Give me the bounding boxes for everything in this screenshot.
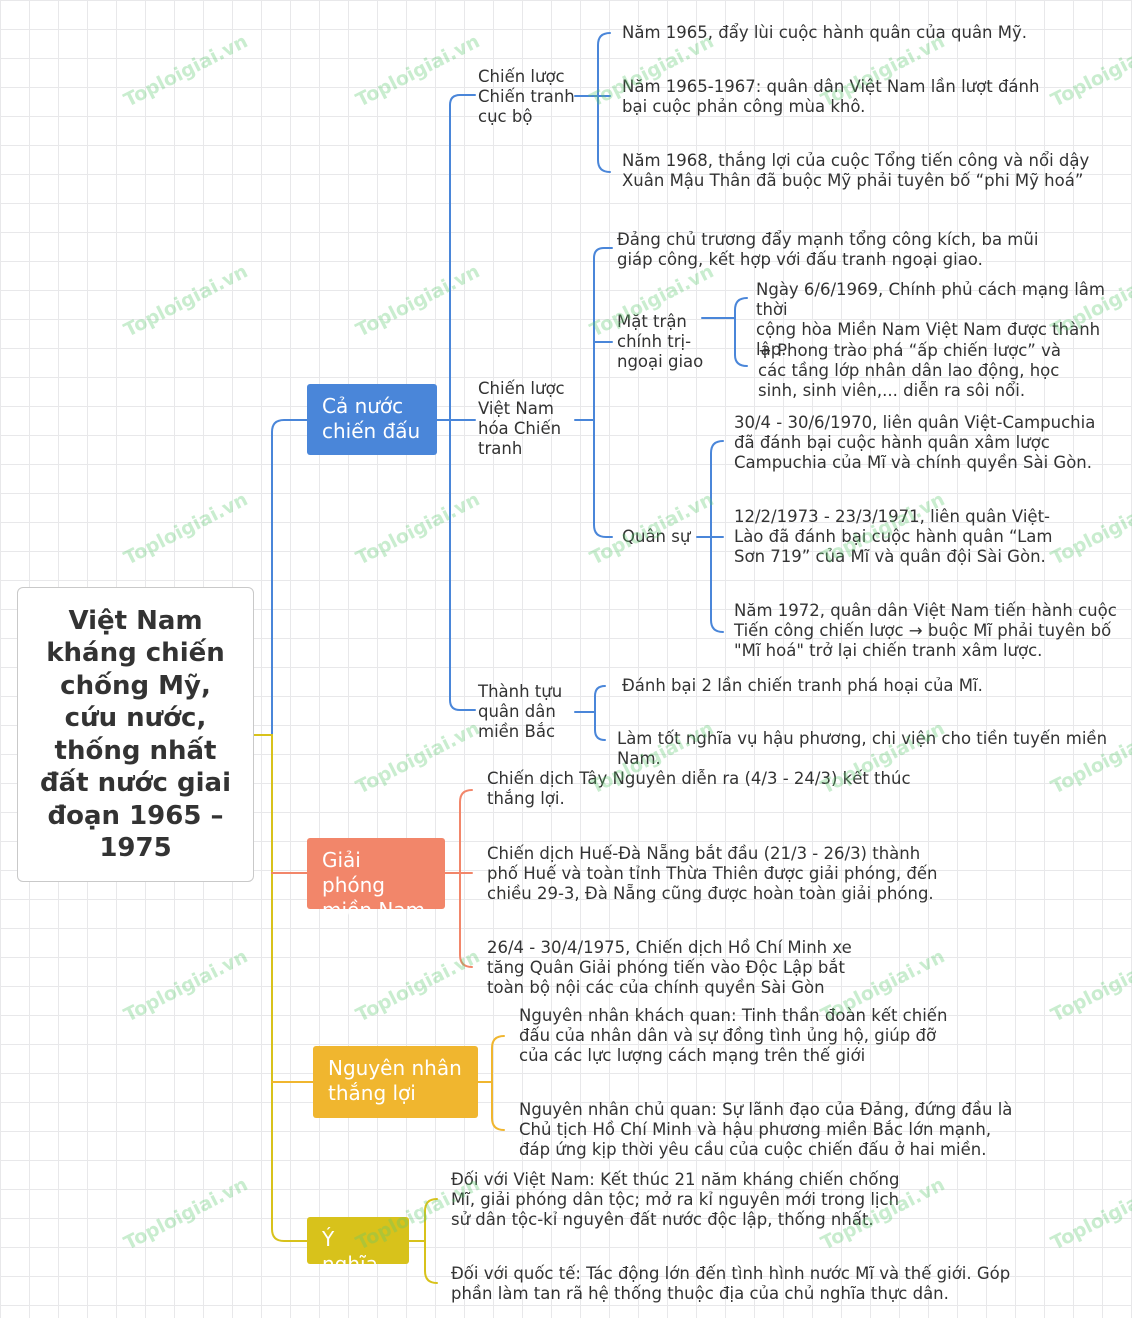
line-quan-su-bracket [696,440,724,633]
subtopic-mat-tran-chinh-tri[interactable]: Mặt trận chính trị- ngoại giao [617,312,704,371]
subtopic-quan-su[interactable]: Quân sự [622,527,691,546]
subtopic-thanh-tuu-mien-bac[interactable]: Thành tựu quân dân miền Bắc [478,682,563,741]
line-mat-tran-bracket [701,297,748,367]
line-nguyen-nhan-bracket [477,1035,505,1131]
topic-nguyen-nhan-thang-loi[interactable]: Nguyên nhân thắng lợi [313,1046,478,1118]
line-root-bus [253,734,308,1242]
root-node[interactable]: Việt Nam kháng chiến chống Mỹ, cứu nước,… [17,587,254,882]
subtopic-chien-tranh-cuc-bo[interactable]: Chiến lược Chiến tranh cục bộ [478,67,575,126]
subtopic-viet-nam-hoa[interactable]: Chiến lược Việt Nam hóa Chiến tranh [478,379,565,458]
quan-su-item-2[interactable]: 12/2/1973 - 23/3/1971, liên quân Việt- L… [734,507,1053,566]
line-root-ca-nuoc [253,419,308,736]
line-cuc-bo-bracket [574,32,611,173]
nguyen-nhan-item-2[interactable]: Nguyên nhân chủ quan: Sự lãnh đạo của Đả… [519,1100,1013,1159]
line-giai-phong-bracket [444,789,473,968]
thanh-tuu-item-2[interactable]: Làm tốt nghĩa vụ hậu phương, chi viện ch… [617,729,1108,768]
line-vn-hoa-bracket [574,247,613,538]
line-thanh-tuu-bracket [574,685,606,741]
cuc-bo-item-2[interactable]: Năm 1965-1967: quân dân Việt Nam lần lượ… [622,77,1040,116]
quan-su-item-3[interactable]: Năm 1972, quân dân Việt Nam tiến hành cu… [734,601,1117,660]
mat-tran-item-1[interactable]: Ngày 6/6/1969, Chính phủ cách mạng lâm t… [756,280,1105,359]
y-nghia-item-2[interactable]: Đối với quốc tế: Tác động lớn đến tình h… [451,1264,1011,1303]
topic-y-nghia[interactable]: Ý nghĩa [307,1217,409,1276]
nguyen-nhan-item-1[interactable]: Nguyên nhân khách quan: Tinh thần đoàn k… [519,1006,948,1065]
vn-hoa-dang-chu-truong[interactable]: Đảng chủ trương đẩy mạnh tổng công kích,… [617,230,1039,269]
line-y-nghia-bracket [408,1198,438,1284]
cuc-bo-item-1[interactable]: Năm 1965, đẩy lùi cuộc hành quân của quâ… [622,23,1028,42]
mat-tran-item-2[interactable]: + Phong trào phá “ấp chiến lược” và các … [758,341,1061,400]
giai-phong-item-2[interactable]: Chiến dịch Huế-Đà Nẵng bắt đầu (21/3 - 2… [487,844,938,903]
line-ca-nuoc-trunk [436,94,476,711]
quan-su-item-1[interactable]: 30/4 - 30/6/1970, liên quân Việt-Campuch… [734,413,1096,472]
giai-phong-item-3[interactable]: 26/4 - 30/4/1975, Chiến dịch Hồ Chí Minh… [487,938,852,997]
topic-ca-nuoc-chien-dau[interactable]: Cả nước chiến đấu [307,384,437,455]
cuc-bo-item-3[interactable]: Năm 1968, thắng lợi của cuộc Tổng tiến c… [622,151,1090,190]
thanh-tuu-item-1[interactable]: Đánh bại 2 lần chiến tranh phá hoại của … [622,676,983,695]
y-nghia-item-1[interactable]: Đối với Việt Nam: Kết thúc 21 năm kháng … [451,1170,900,1229]
topic-giai-phong-mien-nam[interactable]: Giải phóng miền Nam [307,838,445,922]
giai-phong-item-1[interactable]: Chiến dịch Tây Nguyên diễn ra (4/3 - 24/… [487,769,911,808]
